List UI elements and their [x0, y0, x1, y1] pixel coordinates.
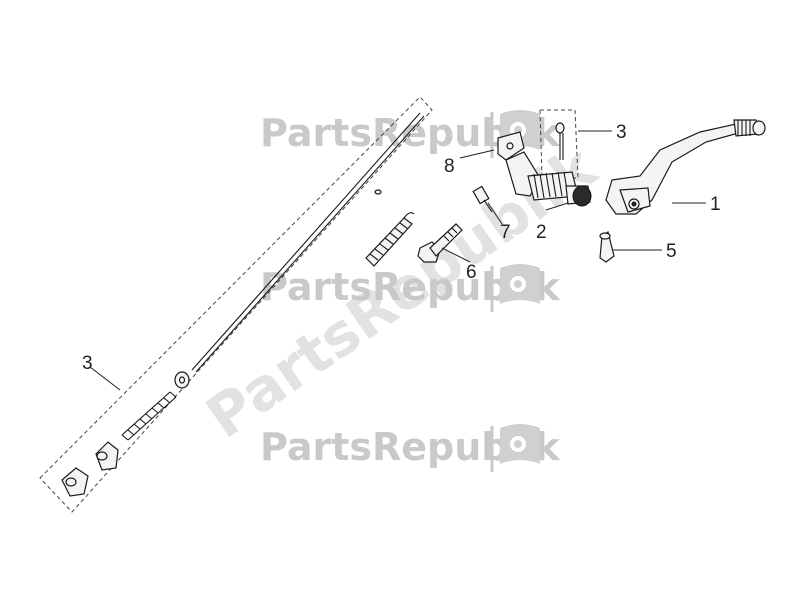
callout-3-left[interactable]: 3 — [82, 353, 93, 374]
watermark-middle: PartsRepublik — [260, 264, 561, 312]
bracket-plate — [497, 131, 525, 161]
callout-5[interactable]: 5 — [666, 241, 677, 262]
kit-dashed-outline — [39, 96, 433, 513]
gear-flag-icon — [500, 424, 540, 464]
rod-end-right — [95, 441, 119, 471]
clip-kit-dashed-outline — [539, 109, 579, 179]
clip — [555, 122, 565, 160]
clip-kit-group — [539, 109, 579, 179]
watermark-layer: PartsRepublik PartsRepublik PartsRepubli… — [194, 110, 609, 472]
shaft-end-cap — [572, 185, 592, 207]
callout-7[interactable]: 7 — [500, 222, 511, 243]
grease-nipple — [472, 185, 493, 213]
callout-1[interactable]: 1 — [710, 194, 721, 215]
rod-end-left — [61, 467, 89, 497]
pin — [599, 231, 615, 263]
return-spring — [365, 212, 415, 267]
shift-shaft — [505, 151, 592, 207]
callout-3-top[interactable]: 3 — [616, 122, 627, 143]
callout-8[interactable]: 8 — [444, 156, 455, 177]
lever-rubber-grip — [733, 119, 766, 137]
leader-lines — [89, 130, 706, 391]
watermark-bottom: PartsRepublik — [260, 424, 561, 472]
callout-labels: 1 2 3 3 5 6 7 8 — [82, 122, 721, 374]
bolt — [417, 223, 463, 263]
callout-6[interactable]: 6 — [466, 262, 477, 283]
gear-shift-lever — [605, 119, 766, 215]
callout-2[interactable]: 2 — [536, 222, 547, 243]
spring — [121, 391, 177, 441]
shift-rod-kit-group — [39, 96, 433, 513]
gear-flag-icon — [500, 264, 540, 304]
